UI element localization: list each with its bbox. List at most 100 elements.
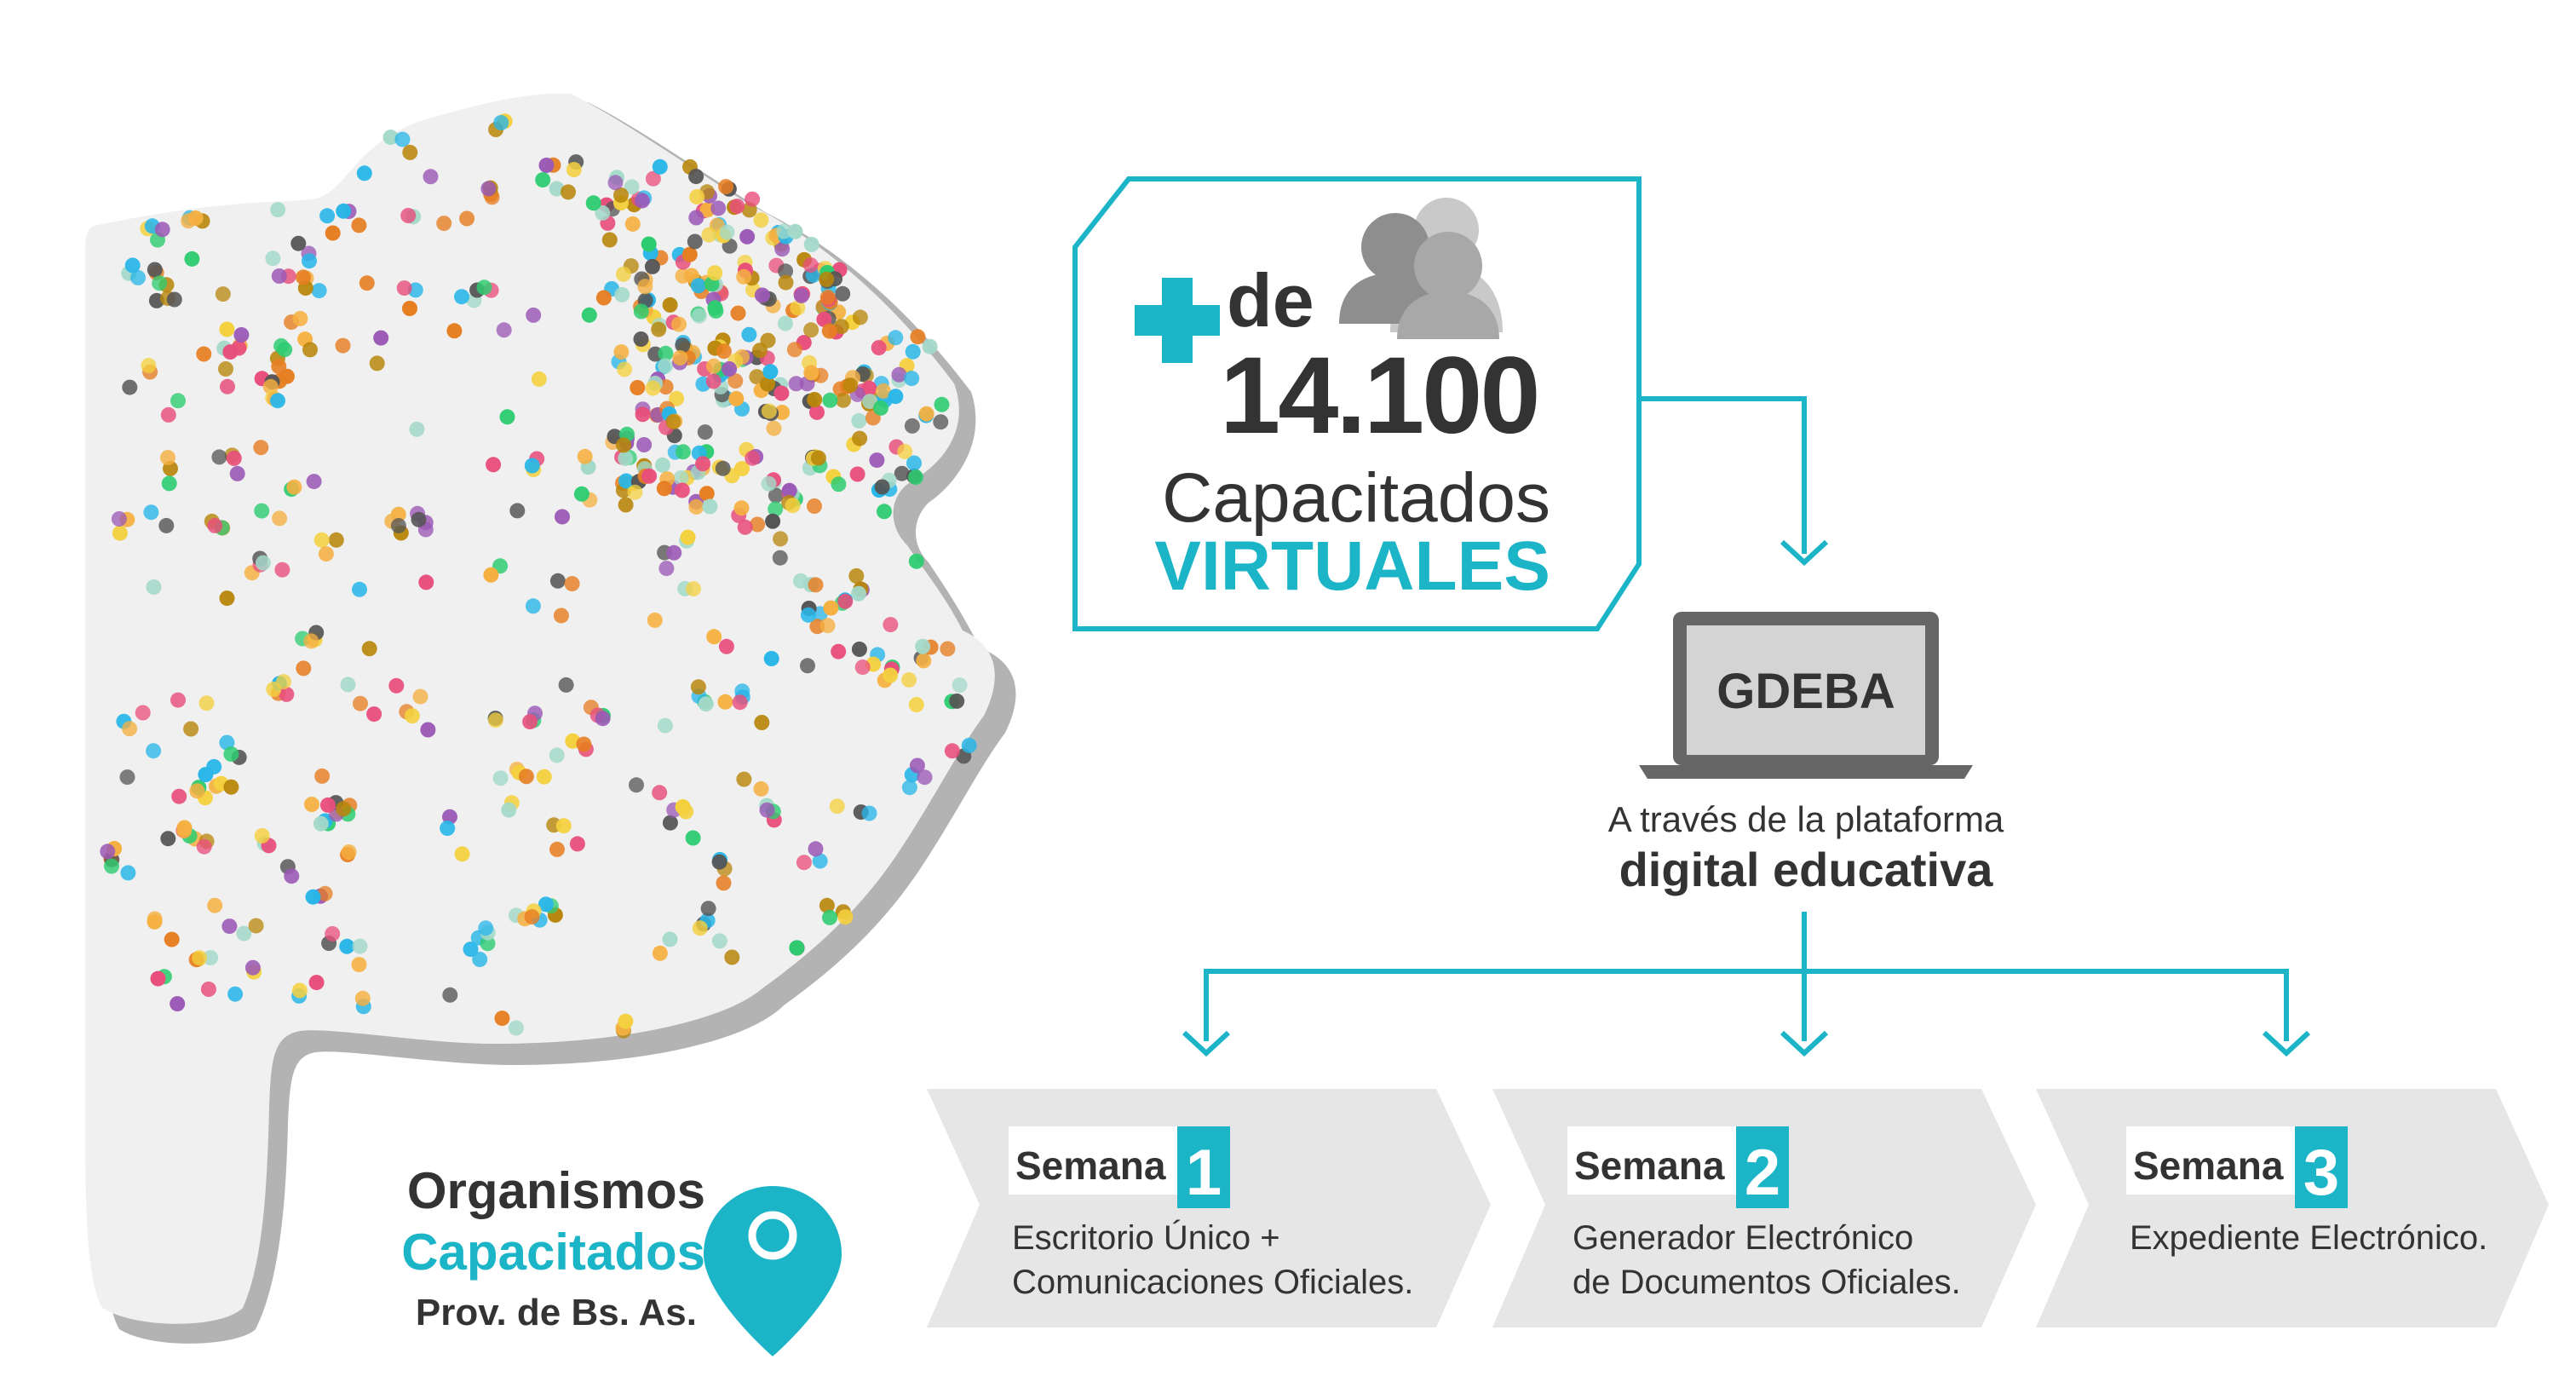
map-dot: [313, 532, 330, 548]
map-dot: [800, 658, 815, 674]
map-dot: [325, 225, 341, 241]
week-3-number: 3: [2303, 1137, 2339, 1209]
map-dot: [496, 322, 512, 338]
map-dot: [373, 330, 389, 346]
map-dot: [759, 802, 775, 818]
map-dot: [871, 340, 887, 356]
map-dot: [244, 959, 261, 976]
map-dot: [636, 437, 653, 452]
map-dot: [508, 1020, 524, 1036]
map-dot: [549, 181, 565, 197]
map-dot: [388, 677, 405, 694]
map-dot: [446, 323, 463, 339]
map-dot: [411, 511, 427, 527]
map-dot: [708, 302, 724, 319]
map-dot: [198, 767, 214, 783]
map-dot: [837, 909, 854, 925]
map-dot: [501, 802, 517, 818]
map-dot: [120, 865, 136, 881]
map-dot: [272, 510, 288, 527]
map-dot: [607, 175, 624, 191]
map-dot: [236, 925, 252, 941]
map-dot: [654, 457, 670, 473]
map-dot: [492, 770, 509, 786]
map-dot: [745, 191, 761, 207]
map-dot: [119, 769, 135, 786]
map-dot: [359, 275, 375, 291]
map-dot: [483, 567, 499, 583]
map-dot: [647, 612, 663, 628]
map-dot: [369, 355, 385, 371]
map-dot: [777, 315, 793, 331]
map-dot: [873, 400, 888, 416]
map-dot: [442, 987, 458, 1003]
map-dot: [270, 202, 286, 218]
map-dot: [774, 405, 791, 420]
map-dot: [222, 344, 239, 360]
laptop-icon: [1639, 612, 1973, 779]
map-dot: [271, 268, 287, 284]
map-title-line3: Prov. de Bs. As.: [416, 1292, 697, 1333]
map-dot: [302, 253, 317, 269]
map-dot: [480, 181, 497, 197]
map-dot: [207, 897, 223, 913]
map-dot: [641, 468, 658, 484]
map-dot: [219, 590, 235, 607]
map-dot: [762, 364, 779, 380]
map-dot: [176, 822, 193, 838]
map-dot: [657, 717, 673, 734]
week-1-number-badge: [1177, 1126, 1230, 1208]
map-dot: [404, 708, 420, 724]
map-dot: [633, 303, 649, 320]
map-dot: [766, 420, 782, 436]
map-dot: [248, 918, 264, 934]
map-dot: [688, 169, 704, 185]
people-icon: [1339, 198, 1503, 339]
map-dot: [253, 440, 269, 456]
map-dot: [351, 217, 367, 233]
map-dot: [652, 158, 668, 175]
map-dot: [223, 779, 239, 795]
map-dot: [354, 990, 371, 1006]
map-dot: [390, 518, 406, 533]
map-dot: [277, 342, 293, 358]
map-dot: [918, 406, 934, 422]
map-dot: [400, 208, 417, 223]
platform-name: GDEBA: [1716, 664, 1895, 719]
map-dot: [254, 827, 270, 844]
map-dot: [170, 393, 186, 409]
map-dot: [675, 444, 691, 460]
map-dot: [656, 481, 672, 497]
map-dot: [524, 458, 540, 474]
map-dot: [752, 343, 768, 359]
map-dot: [595, 711, 611, 727]
map-dot: [522, 714, 538, 730]
map-dot: [215, 286, 231, 302]
map-dot: [478, 920, 494, 936]
map-dot: [685, 830, 701, 846]
map-dot: [819, 289, 836, 305]
map-dot: [304, 797, 319, 813]
map-dot: [716, 875, 732, 891]
map-dot: [164, 931, 180, 947]
map-dot: [680, 529, 696, 545]
map-dot: [454, 289, 469, 305]
map-dot: [854, 659, 871, 676]
map-dot: [351, 957, 367, 973]
map-dot: [553, 608, 569, 624]
map-dot: [768, 501, 784, 517]
map-dot: [536, 769, 552, 785]
map-dot: [922, 338, 938, 354]
map-dot: [122, 721, 138, 737]
map-dot: [290, 235, 307, 251]
map-dot: [569, 836, 585, 852]
map-dot: [221, 918, 238, 935]
map-dot: [688, 210, 704, 226]
map-dot: [595, 204, 611, 221]
map-dot: [524, 909, 540, 925]
map-dot: [822, 392, 838, 408]
map-dot: [352, 938, 368, 954]
map-dot: [833, 319, 849, 335]
map-dot: [803, 365, 819, 381]
map-dot: [716, 343, 732, 360]
